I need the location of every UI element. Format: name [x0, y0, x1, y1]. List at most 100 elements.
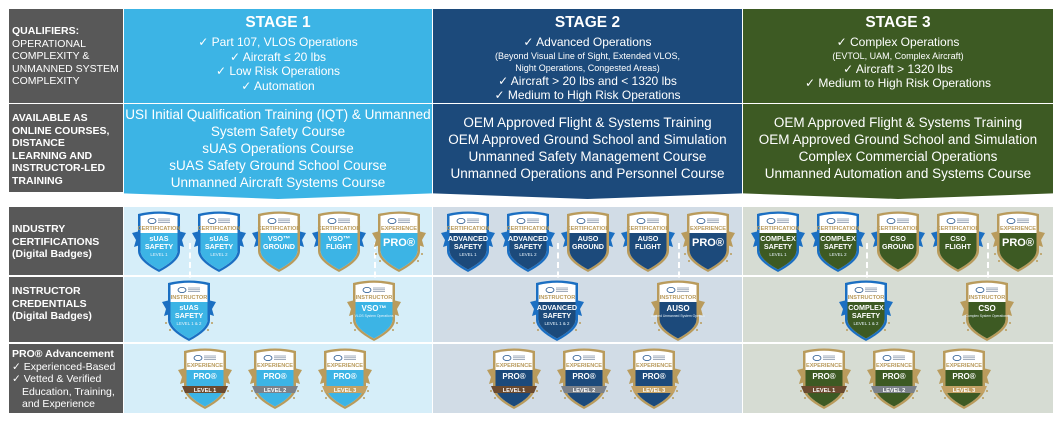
star-icon	[842, 397, 844, 399]
star-icon	[532, 397, 534, 399]
qualifier-item: ✓ Complex Operations	[836, 35, 960, 49]
training-course: Unmanned Safety Management Course	[468, 149, 707, 164]
qualifier-item: ✓ Medium to High Risk Operations	[804, 76, 992, 90]
badge-band-text: CERTIFICATION	[507, 226, 550, 232]
badge-title: COMPLEX	[820, 234, 856, 243]
badge-band-text: CERTIFICATION	[318, 226, 361, 232]
badge-level-text: LEVEL 1	[503, 388, 526, 394]
logo-icon	[572, 354, 582, 361]
star-icon	[579, 322, 581, 324]
badge-level-text: VLOS System Operations	[355, 314, 394, 318]
badge-title: VSO™	[328, 234, 350, 243]
connector-line	[189, 243, 191, 287]
logo-icon	[766, 217, 776, 224]
stage-chevron	[433, 192, 742, 199]
star-icon	[297, 390, 299, 392]
star-icon	[916, 390, 918, 392]
badge-title: GROUND	[263, 242, 295, 251]
training-course: sUAS Operations Course	[202, 140, 354, 156]
badge-title: FLIGHT	[635, 242, 662, 251]
badge-band-text: CERTIFICATION	[138, 226, 181, 232]
star-icon	[367, 390, 369, 392]
shield-body	[689, 233, 727, 270]
badge-title: GROUND	[572, 242, 604, 251]
pro-advancement-title: PRO® Advancement	[12, 348, 114, 360]
badge-band-text: EXPERIENCE	[946, 363, 982, 369]
badge-title: PRO®	[383, 237, 415, 249]
shield-body	[509, 233, 547, 270]
badge-title: PRO®	[572, 372, 595, 381]
star-icon	[494, 397, 496, 399]
star-icon	[940, 390, 942, 392]
connector-line	[987, 243, 989, 287]
badge-band-text: CERTIFICATION	[627, 226, 670, 232]
badge-title: FLIGHT	[326, 242, 353, 251]
qualifier-item: Night Operations, Congested Areas)	[515, 62, 660, 73]
badge-band-text: CERTIFICATION	[757, 226, 800, 232]
logo-icon	[327, 217, 337, 224]
training-course: sUAS Safety Ground School Course	[169, 157, 387, 173]
logo-icon	[642, 354, 652, 361]
badge-level-text: LEVEL 1	[150, 252, 168, 257]
star-icon	[842, 322, 844, 324]
star-icon	[396, 322, 398, 324]
badge-band-text: CERTIFICATION	[198, 226, 241, 232]
qualifier-item: (Beyond Visual Line of Sight, Extended V…	[495, 50, 680, 61]
star-icon	[676, 390, 678, 392]
logo-icon	[854, 286, 864, 293]
badge-level-text: LEVEL 2	[573, 388, 596, 394]
connector-line	[866, 243, 868, 287]
badge-title: PRO®	[642, 372, 665, 381]
star-icon	[800, 390, 802, 392]
star-icon	[654, 322, 656, 324]
logo-icon	[826, 217, 836, 224]
badge-title: SAFETY	[454, 242, 483, 251]
star-icon	[912, 397, 914, 399]
logo-icon	[456, 217, 466, 224]
badge-title: VSO™	[362, 304, 387, 313]
badge-band-text: INSTRUCTOR	[848, 295, 885, 301]
shield-body	[629, 233, 667, 270]
badge-title: SAFETY	[145, 242, 174, 251]
star-icon	[185, 397, 187, 399]
instructor-badge[interactable]: INSTRUCTORAUSOAdvanced Unmanned System O…	[647, 278, 709, 344]
badge-level-text: LEVEL 3	[953, 388, 976, 394]
badge-title: sUAS	[179, 303, 198, 312]
qualifier-item: ✓ Aircraft > 1320 lbs	[843, 61, 953, 76]
badge-title: SAFETY	[824, 242, 853, 251]
badge-title: PRO®	[193, 372, 216, 381]
connector-line	[557, 243, 559, 287]
logo-icon	[952, 354, 962, 361]
badge-band-text: EXPERIENCE	[327, 363, 363, 369]
